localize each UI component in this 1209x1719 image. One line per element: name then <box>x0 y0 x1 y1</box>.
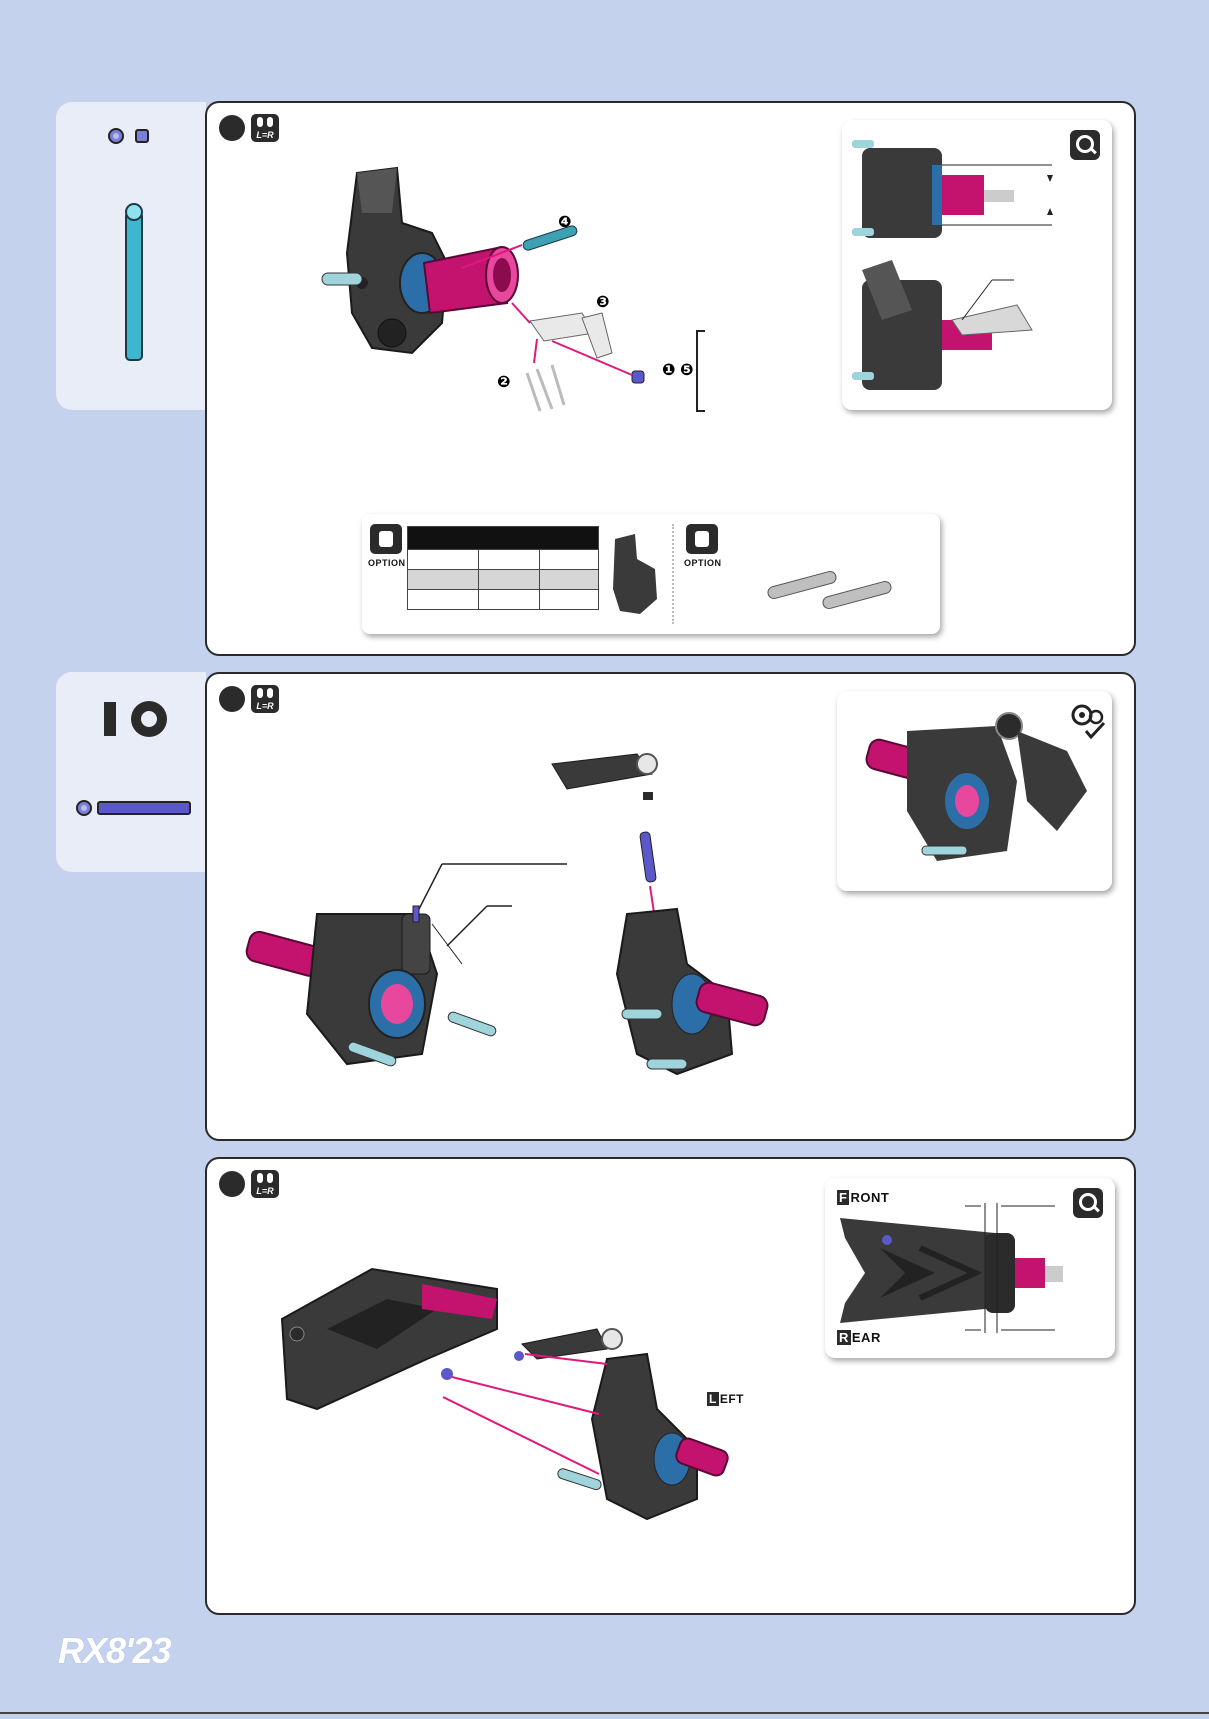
option-label: OPTION <box>368 558 406 568</box>
knuckle-exploded-diagram: ❹ ❸ ❷ ❶ ❺ <box>312 153 892 553</box>
option-table <box>407 526 599 610</box>
option-label-2: OPTION <box>684 558 722 568</box>
assembly-step-1: L=R ❹ ❸ ❷ ❶ ❺ <box>205 101 1136 656</box>
parts-tab-step-1 <box>56 102 206 410</box>
callout-1: ❶ <box>662 362 676 379</box>
magnify-icon <box>1073 1188 1103 1218</box>
detail-inset-2 <box>837 691 1112 891</box>
callout-5: ❺ <box>680 362 694 379</box>
thumbs-up-icon <box>370 524 402 554</box>
magnify-icon <box>1070 130 1100 160</box>
rx8-logo: RX8'23 <box>58 1630 171 1672</box>
left-equals-right-icon: L=R <box>251 114 279 142</box>
knuckle-detail-diagram <box>842 120 1112 410</box>
page-bottom-rule <box>0 1712 1209 1714</box>
parts-icons <box>56 102 206 410</box>
step-number-badge <box>219 115 245 141</box>
option-pins-image <box>762 549 922 619</box>
option-parts-box: OPTION OPTION <box>362 514 940 634</box>
detail-inset-1 <box>842 120 1112 410</box>
option-knuckle-image <box>605 529 665 619</box>
callout-2: ❷ <box>497 374 511 391</box>
parts-icons <box>56 672 206 872</box>
assembly-step-2: L=R <box>205 672 1136 1141</box>
callout-3: ❸ <box>596 294 610 311</box>
parts-tab-step-2 <box>56 672 206 872</box>
callout-4: ❹ <box>558 214 572 231</box>
gear-check-icon <box>1069 701 1109 741</box>
thumbs-up-icon <box>686 524 718 554</box>
